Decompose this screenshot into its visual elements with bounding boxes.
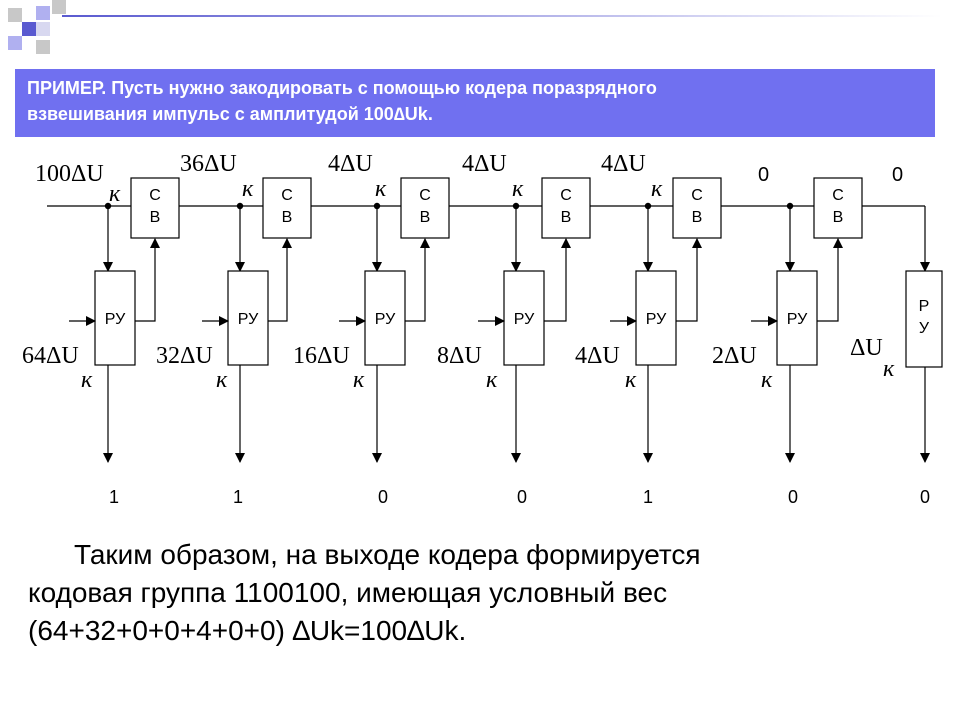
coder-diagram: СВРУСВРУСВРУСВРУСВРУСВРУРУ100ΔUк36ΔUк4ΔU…: [22, 151, 943, 507]
subtractor-box: [541, 177, 591, 239]
deco-gradient-line: [62, 15, 942, 17]
conclusion-text: Таким образом, на выходе кодера формируе…: [28, 536, 918, 650]
feedback-line: [405, 238, 430, 322]
subtractor-label-v: В: [692, 209, 703, 226]
reference-label: 64ΔU: [22, 343, 79, 369]
feedback-line: [676, 238, 702, 322]
conclusion-line-1: Таким образом, на выходе кодера формируе…: [74, 539, 701, 570]
output-digit: 0: [517, 487, 527, 507]
reference-label: 4ΔU: [575, 343, 620, 369]
residual-label: 4ΔU: [328, 151, 373, 177]
subtractor-label-c: С: [832, 187, 844, 204]
deco-square-4: [52, 0, 66, 14]
subtractor-label-c: С: [419, 187, 431, 204]
reference-label: ΔU: [850, 335, 883, 361]
reference-k-label: к: [353, 367, 365, 393]
reference-k-label: к: [486, 367, 498, 393]
subtractor-label-v: В: [150, 209, 161, 226]
subtractor-box: [130, 177, 180, 239]
input-amplitude-label: 100ΔU: [35, 161, 104, 187]
residual-k-label: к: [512, 176, 524, 202]
feedback-line: [268, 238, 292, 322]
subtractor-label-c: С: [149, 187, 161, 204]
decision-box: [635, 270, 677, 366]
decision-label: РУ: [514, 311, 535, 328]
reference-k-label: к: [761, 367, 773, 393]
decision-label: РУ: [787, 311, 808, 328]
reference-label: 8ΔU: [437, 343, 482, 369]
deco-square-6: [8, 36, 22, 50]
residual-label: 4ΔU: [601, 151, 646, 177]
reference-label: 2ΔU: [712, 343, 757, 369]
residual-label: 0: [892, 164, 903, 186]
title-banner: ПРИМЕР. Пусть нужно закодировать с помощ…: [15, 69, 935, 137]
feedback-line: [544, 238, 571, 322]
residual-label: 0: [758, 164, 769, 186]
subtractor-label-c: С: [691, 187, 703, 204]
reference-label: 32ΔU: [156, 343, 213, 369]
subtractor-box: [813, 177, 863, 239]
output-digit: 0: [920, 487, 930, 507]
reference-k-label: к: [216, 367, 228, 393]
conclusion-line-2: кодовая группа 1100100, имеющая условный…: [28, 577, 668, 608]
deco-square-7: [36, 40, 50, 54]
output-digit: 1: [233, 487, 243, 507]
title-line-1: ПРИМЕР. Пусть нужно закодировать с помощ…: [27, 78, 657, 98]
subtractor-label-v: В: [420, 209, 431, 226]
deco-square-3: [36, 6, 50, 20]
output-digit: 0: [788, 487, 798, 507]
subtractor-label-v: В: [561, 209, 572, 226]
output-digit: 1: [109, 487, 119, 507]
residual-label: 4ΔU: [462, 151, 507, 177]
title-line-2: взвешивания импульс с амплитудой 100∆Uk.: [27, 104, 433, 124]
deco-square-1: [8, 8, 22, 22]
subtractor-label-c: С: [560, 187, 572, 204]
output-digit: 0: [378, 487, 388, 507]
input-k-label: к: [109, 181, 121, 207]
subtractor-label-v: В: [833, 209, 844, 226]
feedback-line: [135, 238, 160, 322]
subtractor-box: [262, 177, 312, 239]
decision-label: РУ: [105, 311, 126, 328]
reference-k-label: к: [81, 367, 93, 393]
deco-square-5: [36, 22, 50, 36]
decision-label: РУ: [646, 311, 667, 328]
reference-k-label: к: [625, 367, 637, 393]
residual-k-label: к: [651, 176, 663, 202]
decision-last-label-u: У: [919, 320, 930, 337]
decision-last-label-r: Р: [919, 298, 930, 315]
residual-k-label: к: [242, 176, 254, 202]
deco-square-2: [22, 22, 36, 36]
output-digit: 1: [643, 487, 653, 507]
decision-box: [227, 270, 269, 366]
reference-label: 16ΔU: [293, 343, 350, 369]
reference-k-label: к: [883, 356, 895, 382]
decision-label: РУ: [238, 311, 259, 328]
subtractor-label-c: С: [281, 187, 293, 204]
subtractor-label-v: В: [282, 209, 293, 226]
decision-label: РУ: [375, 311, 396, 328]
residual-label: 36ΔU: [180, 151, 237, 177]
residual-k-label: к: [375, 176, 387, 202]
decision-box: [776, 270, 818, 366]
decision-box-last: [905, 270, 943, 368]
conclusion-line-3: (64+32+0+0+4+0+0) ∆Uk=100∆Uk.: [28, 615, 467, 646]
feedback-line: [817, 238, 843, 322]
subtractor-box: [400, 177, 450, 239]
